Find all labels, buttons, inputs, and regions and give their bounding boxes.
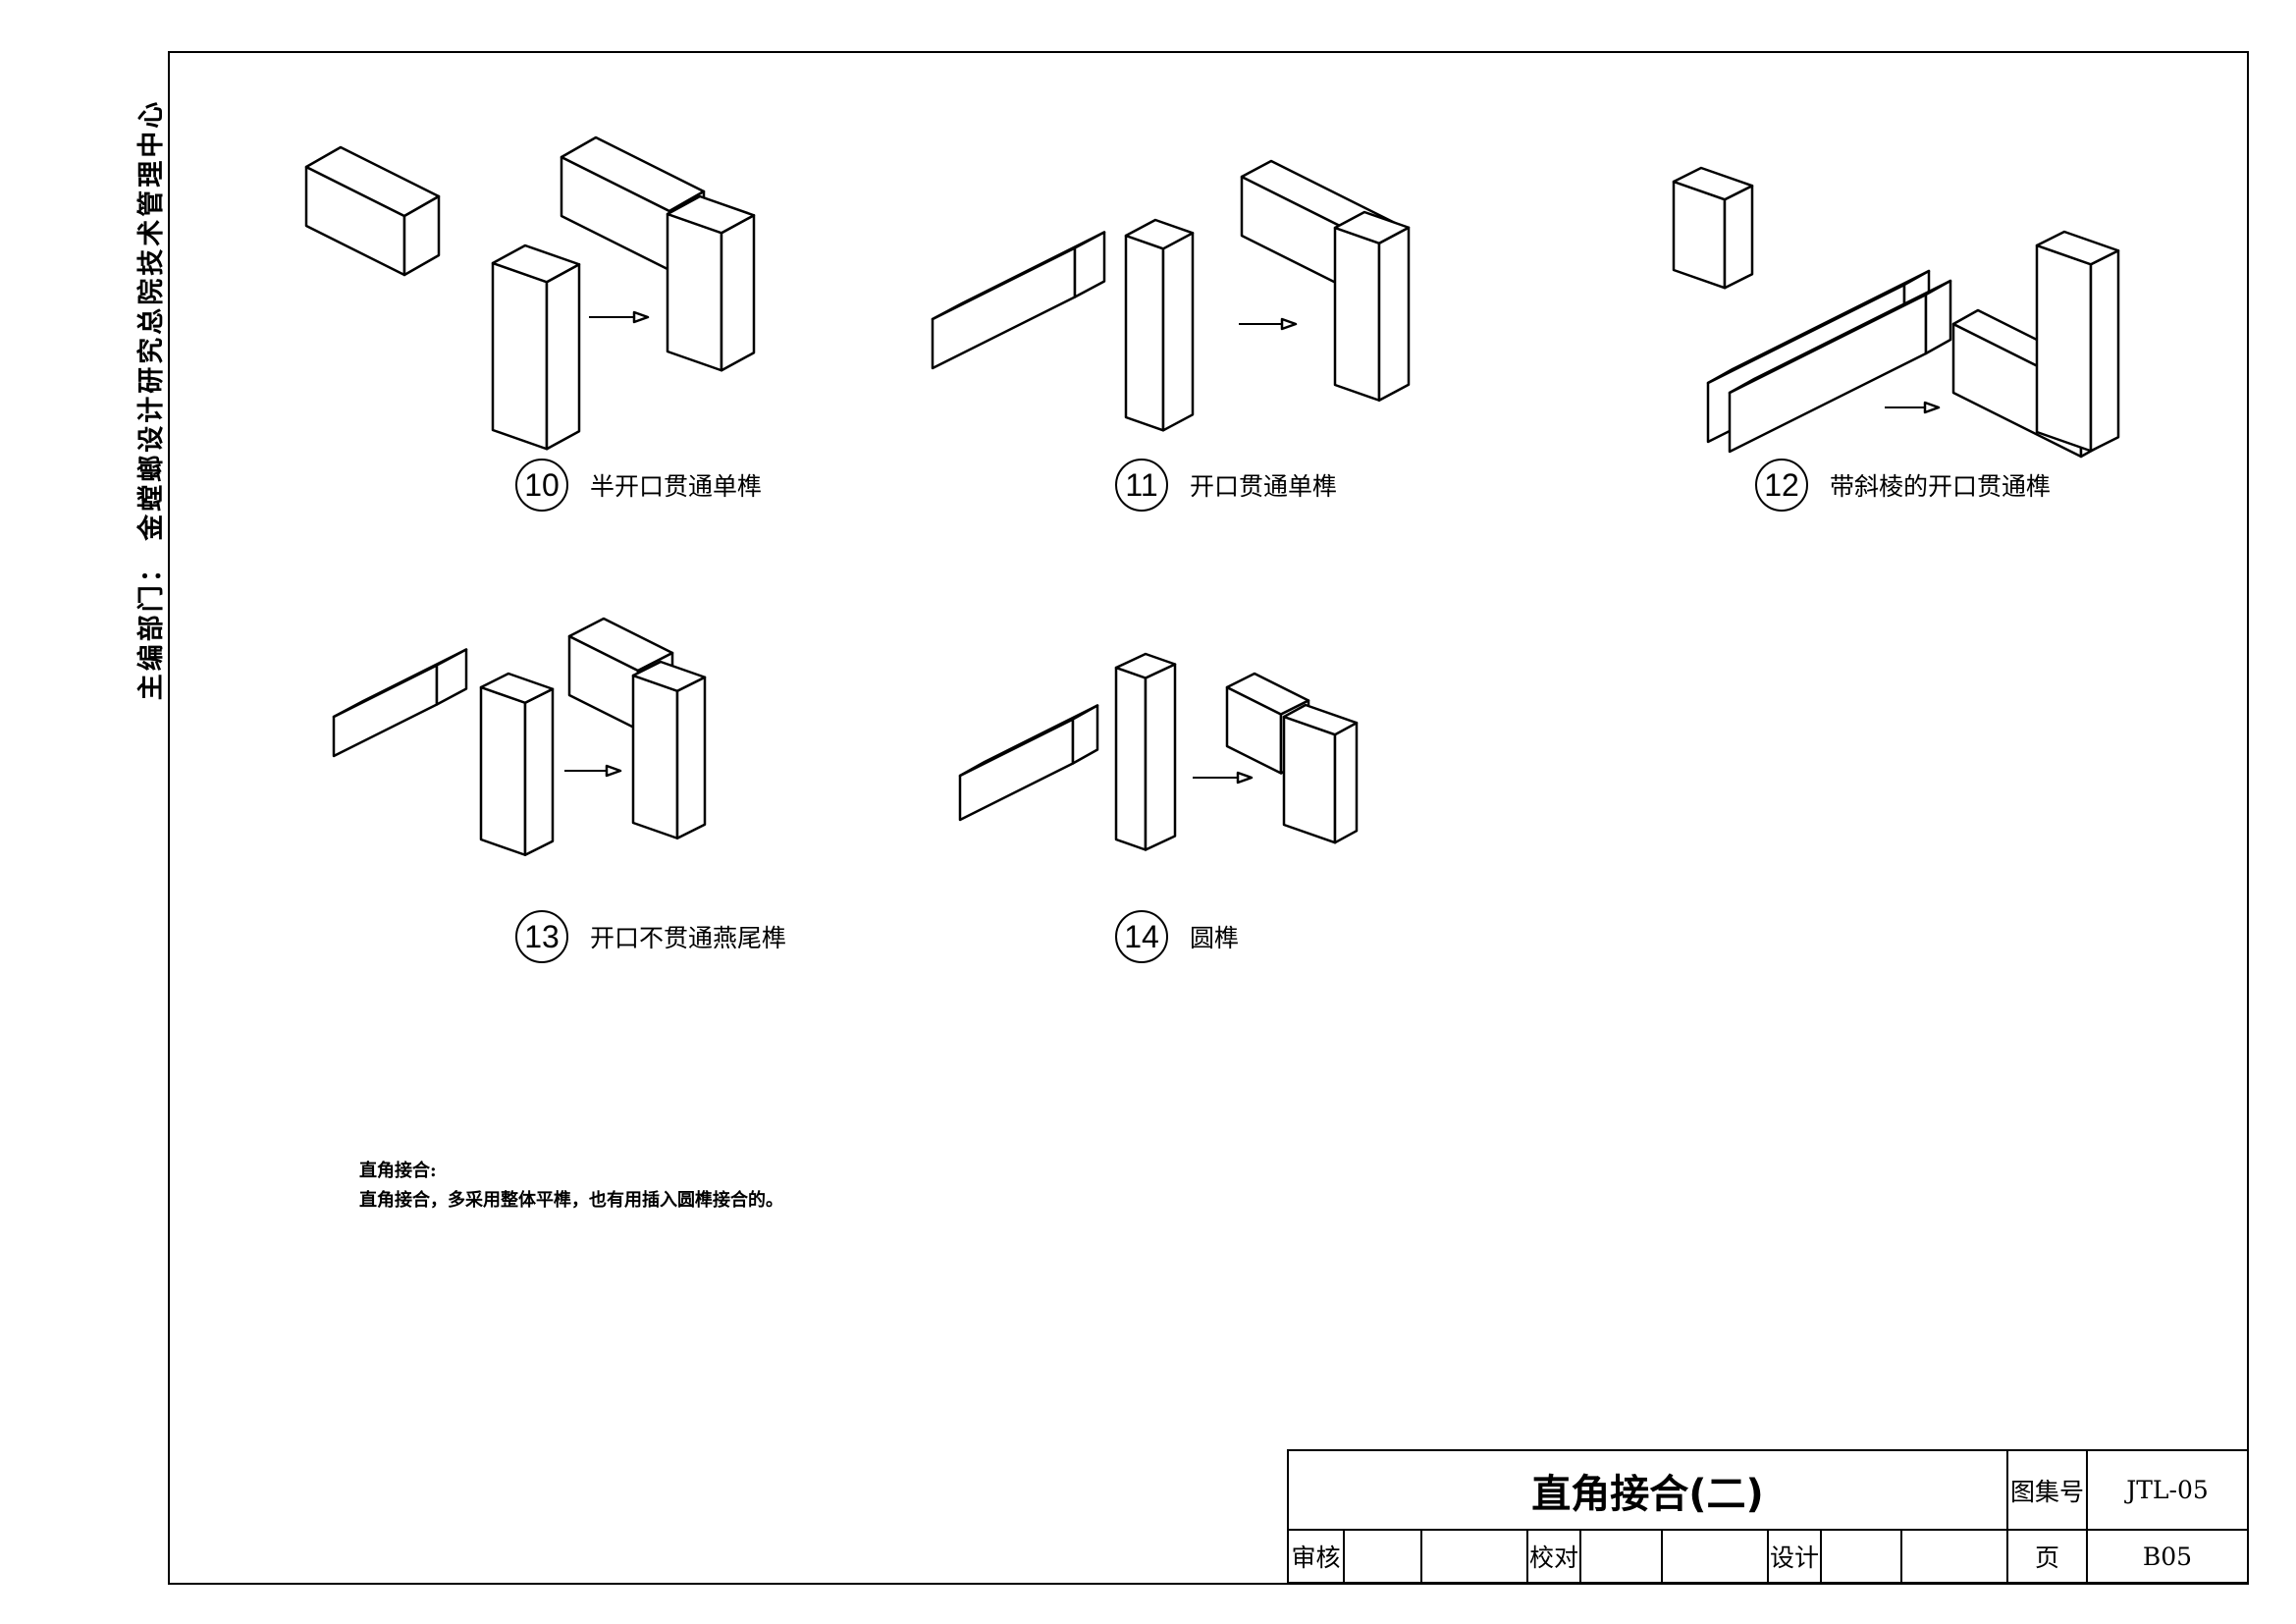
figure-11-caption: 11 开口贯通单榫 xyxy=(1115,459,1337,512)
design-sign xyxy=(1822,1531,1902,1584)
figure-label: 带斜棱的开口贯通榫 xyxy=(1830,472,2052,501)
joined-post xyxy=(631,674,679,839)
joined-post xyxy=(631,660,707,692)
notes: 直角接合: 直角接合，多采用整体平榫，也有用插入圆榫接合的。 xyxy=(359,1157,783,1216)
tenon-beam xyxy=(402,194,441,277)
figure-number: 11 xyxy=(1115,459,1168,512)
joined-post xyxy=(666,212,723,372)
figure-number: 13 xyxy=(515,910,568,963)
dowel-beam xyxy=(958,718,1075,822)
atlas-value: JTL-05 xyxy=(2088,1451,2249,1531)
tenon-piece xyxy=(1723,184,1754,290)
joined-post xyxy=(1333,210,1411,244)
dowel-post xyxy=(1114,652,1177,679)
check-sign xyxy=(1581,1531,1663,1584)
title-block: 直角接合(二) 图集号 JTL-05 审核 校对 设计 页 B05 xyxy=(1287,1449,2249,1584)
mortise-post xyxy=(491,244,581,284)
tenon-piece xyxy=(1672,166,1754,201)
arrow-head-icon xyxy=(632,310,650,324)
notes-heading: 直角接合: xyxy=(359,1161,437,1181)
drawing-frame xyxy=(168,51,2249,1585)
figure-label: 圆榫 xyxy=(1190,924,1240,952)
drawing-title: 直角接合(二) xyxy=(1289,1451,2008,1531)
joined-post xyxy=(1282,715,1337,844)
figure-label: 半开口贯通单榫 xyxy=(590,472,763,501)
dovetail-beam xyxy=(435,648,468,706)
figure-number: 14 xyxy=(1115,910,1168,963)
figure-label: 开口不贯通燕尾榫 xyxy=(590,924,787,952)
joined-post xyxy=(2089,249,2120,453)
figure-number: 10 xyxy=(515,459,568,512)
joined-post xyxy=(1333,721,1359,844)
arrow-head-icon xyxy=(1236,771,1254,785)
page-label: 页 xyxy=(2008,1531,2088,1584)
figure-14-caption: 14 圆榫 xyxy=(1115,910,1239,963)
check-label: 校对 xyxy=(1528,1531,1581,1584)
dowel-post xyxy=(1144,663,1177,851)
slotted-beam-front xyxy=(1924,279,1952,355)
dowel-post xyxy=(1114,666,1148,851)
joined-post xyxy=(2035,244,2093,453)
joined-post xyxy=(720,214,756,372)
mortise-post xyxy=(1161,232,1195,432)
figure-12-caption: 12 带斜棱的开口贯通榫 xyxy=(1755,459,2051,512)
notes-body: 直角接合，多采用整体平榫，也有用插入圆榫接合的。 xyxy=(359,1190,783,1211)
joined-post xyxy=(1282,703,1359,736)
page-value: B05 xyxy=(2088,1531,2249,1584)
figure-label: 开口贯通单榫 xyxy=(1190,472,1338,501)
design-label: 设计 xyxy=(1769,1531,1822,1584)
mortise-post xyxy=(545,263,581,451)
joined-post xyxy=(675,676,707,839)
mortise-post xyxy=(1124,218,1195,250)
dowel-beam xyxy=(1071,704,1099,765)
mortise-post xyxy=(1124,234,1165,432)
mortise-post xyxy=(491,261,549,451)
review-label: 审核 xyxy=(1289,1531,1345,1584)
figure-13-caption: 13 开口不贯通燕尾榫 xyxy=(515,910,786,963)
design-name xyxy=(1902,1531,2008,1584)
joined-post xyxy=(1377,226,1411,402)
mortise-post xyxy=(479,672,555,704)
mortise-post xyxy=(523,687,555,856)
arrow-head-icon xyxy=(1280,317,1298,331)
joined-post xyxy=(2035,230,2120,266)
review-sign xyxy=(1345,1531,1422,1584)
figure-10-caption: 10 半开口贯通单榫 xyxy=(515,459,762,512)
review-name xyxy=(1422,1531,1528,1584)
arrow-head-icon xyxy=(1923,401,1941,414)
dovetail-beam xyxy=(332,664,439,758)
arrow-head-icon xyxy=(605,764,622,778)
joined-post xyxy=(666,194,756,235)
atlas-label: 图集号 xyxy=(2008,1451,2088,1531)
figure-number: 12 xyxy=(1755,459,1808,512)
joined-post xyxy=(1333,226,1381,402)
tenon-beam xyxy=(1073,231,1106,298)
mortise-post xyxy=(479,685,527,856)
check-name xyxy=(1663,1531,1769,1584)
